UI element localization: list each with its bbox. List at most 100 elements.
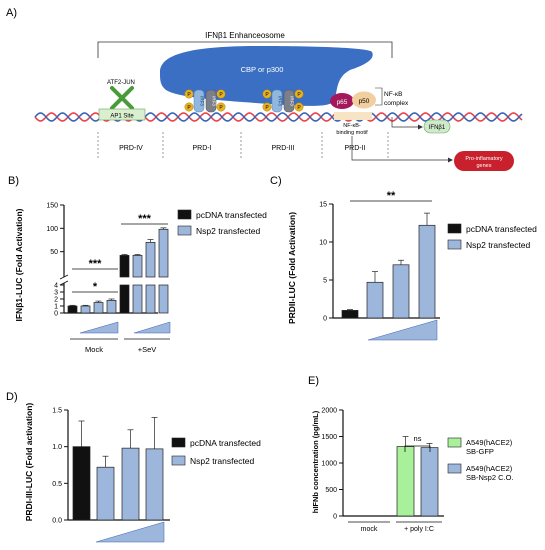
y-axis-tick-label: 0.0 [52, 518, 62, 525]
panel-c-ylabel: PRDII-LUC (Fold Activation) [287, 212, 297, 324]
data-bar [392, 264, 410, 319]
panel-c-bars: ** [341, 190, 438, 341]
y-axis-tick-label: 0 [323, 316, 327, 323]
group-label: Mock [85, 345, 103, 354]
p50-label: p50 [359, 98, 370, 105]
panel-e: E) hIFNb concentration (pg/mL) 050010001… [308, 375, 514, 533]
panel-c-label: C) [270, 175, 282, 187]
y-axis-tick-label: 1.0 [52, 444, 62, 451]
phospho-label: P [297, 105, 301, 111]
data-bar [72, 446, 91, 521]
legend-entry: Nsp2 transfected [466, 240, 531, 250]
phospho-icon [216, 89, 226, 99]
y-axis-tick-label: 1.5 [52, 408, 62, 415]
legend-entry: pcDNA transfected [196, 210, 267, 220]
data-bar [67, 305, 78, 314]
cbp-p300-label: CBP or p300 [241, 65, 284, 74]
irf3-label: IRF3 [200, 96, 205, 106]
y-tick-label: 0 [54, 311, 58, 318]
dose-triangle [133, 321, 171, 334]
phospho-icon [184, 89, 194, 99]
dose-triangle [95, 521, 165, 543]
phospho-label: P [187, 105, 191, 111]
significance-label: *** [89, 258, 103, 270]
legend-swatch [171, 455, 186, 466]
y-axis-tick-label: 10 [319, 240, 327, 247]
y-axis-tick-label: 1500 [321, 434, 337, 441]
p65-label: p65 [337, 99, 348, 106]
y-tick-label: 2 [54, 297, 58, 304]
group-label: + poly I:C [404, 526, 434, 533]
legend-swatch [447, 463, 462, 474]
legend-swatch [447, 437, 462, 448]
panel-e-label: E) [308, 375, 319, 387]
data-bar [418, 224, 436, 319]
prd-regions: PRD-IV PRD-I PRD-III PRD-II [97, 132, 389, 160]
panel-b-label: B) [8, 175, 19, 187]
nfkb-motif-line-1: NF-κB- [343, 123, 361, 129]
data-bar [132, 255, 143, 278]
data-bar [341, 310, 359, 319]
irf3-subunit [193, 89, 205, 113]
irf3-label: IRF3 [290, 96, 295, 106]
panel-a: A) IFNβ1 Enhanceosome CBP or p300 ATF2-J… [6, 7, 523, 171]
data-bar [420, 447, 439, 517]
legend-swatch [177, 225, 192, 236]
proinflam-arrowhead [448, 157, 453, 163]
proinflam-line-1: Pro-inflamatory [465, 156, 503, 162]
ifnb-arrow [391, 117, 418, 128]
legend-swatch [177, 209, 192, 220]
group-label: mock [361, 526, 378, 533]
phospho-icon [262, 102, 272, 112]
y-axis-tick-label: 0 [333, 514, 337, 521]
proinflam-box [454, 151, 514, 171]
data-bar [80, 305, 91, 314]
data-bar [145, 448, 164, 521]
irf3-subunit [283, 89, 295, 113]
legend-swatch [447, 223, 462, 234]
legend-swatch [171, 437, 186, 448]
legend-entry: pcDNA transfected [466, 224, 537, 234]
legend-entry: A549(hACE2) [466, 438, 513, 447]
proinflam-arrow [351, 136, 448, 161]
y-axis-tick-label: 2000 [321, 408, 337, 415]
axis-break-mark [59, 274, 69, 280]
y-tick-label: 150 [46, 202, 58, 209]
dose-triangle [367, 319, 438, 341]
y-tick-label: 3 [54, 290, 58, 297]
data-bar-lower [119, 284, 130, 314]
ifnb-output-label: IFNβ1 [429, 125, 446, 131]
panel-b-bars: *******Mock+SeV [67, 213, 171, 354]
phospho-label: P [297, 92, 301, 98]
nfkb-complex: p65 p50 NF-κB complex NF-κB- binding mot… [330, 87, 409, 136]
legend-entry: SB-Nsp2 C.O. [466, 473, 514, 482]
legend-swatch [447, 239, 462, 250]
output-arrows: IFNβ1 Pro-inflamatory genes [351, 117, 514, 171]
panel-b: B) IFNβ1-LUC (Fold Activation) 012345010… [8, 175, 267, 354]
y-axis-tick-label: 15 [319, 202, 327, 209]
nfkb-complex-line-1: NF-κB [384, 91, 402, 98]
phospho-icon [184, 102, 194, 112]
legend-entry: Nsp2 transfected [196, 226, 261, 236]
data-bar [145, 241, 156, 278]
y-tick-label: 4 [54, 283, 58, 290]
p50-subunit [352, 91, 376, 109]
irf3-label: IRF3 [278, 96, 283, 106]
region-label-prd-ii: PRD-II [345, 145, 366, 152]
y-axis-tick-label: 500 [325, 487, 337, 494]
proinflam-line-2: genes [477, 163, 492, 169]
irf3-label: IRF3 [212, 96, 217, 106]
enhanceosome-bracket [97, 41, 393, 58]
phospho-icon [262, 89, 272, 99]
atf2-jun-x-icon [110, 86, 134, 110]
legend-entry: A549(hACE2) [466, 464, 513, 473]
legend-entry: SB-GFP [466, 447, 494, 456]
region-label-prd-iii: PRD-III [272, 145, 295, 152]
significance-label: *** [138, 213, 152, 225]
data-bar [106, 300, 117, 314]
